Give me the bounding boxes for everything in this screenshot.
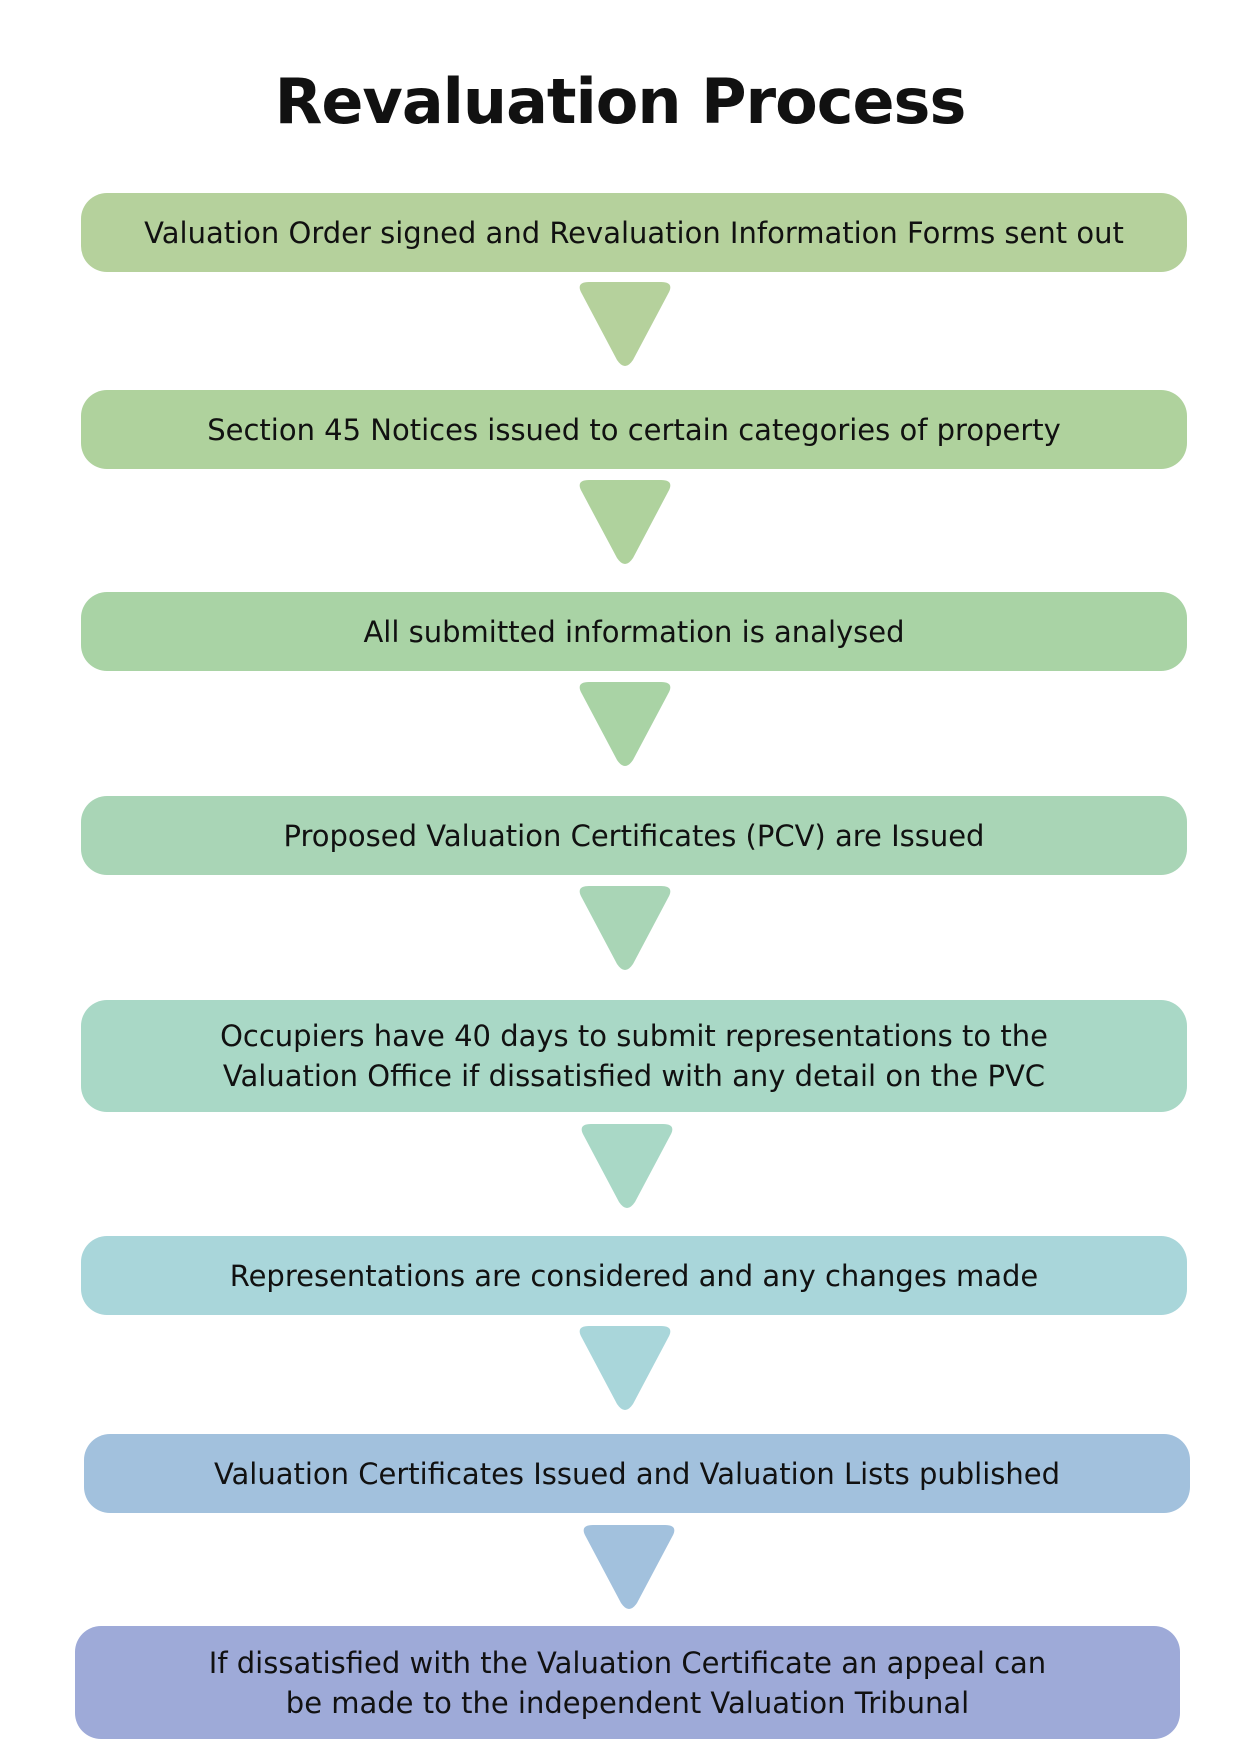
arrow-shape [579, 1326, 671, 1410]
arrow-shape [579, 682, 671, 766]
down-arrow-icon [575, 1122, 679, 1214]
page-title: Revaluation Process [274, 65, 967, 138]
step-8-box: If dissatisfied with the Valuation Certi… [75, 1626, 1180, 1739]
arrow-shape [583, 1525, 675, 1609]
step-5-box: Occupiers have 40 days to submit represe… [81, 1000, 1187, 1112]
arrow-shape [579, 886, 671, 970]
down-arrow-icon [573, 884, 677, 976]
step-3-box: All submitted information is analysed [81, 592, 1187, 671]
down-arrow-icon [573, 280, 677, 372]
down-arrow-icon [573, 1324, 677, 1416]
step-6-box: Representations are considered and any c… [81, 1236, 1187, 1315]
down-arrow-icon [573, 680, 677, 772]
arrow-shape [579, 282, 671, 366]
step-2-box: Section 45 Notices issued to certain cat… [81, 390, 1187, 469]
down-arrow-icon [577, 1523, 681, 1615]
step-1-box: Valuation Order signed and Revaluation I… [81, 193, 1187, 272]
step-7-box: Valuation Certificates Issued and Valuat… [84, 1434, 1190, 1513]
arrow-shape [581, 1124, 673, 1208]
arrow-shape [579, 480, 671, 564]
step-4-box: Proposed Valuation Certificates (PCV) ar… [81, 796, 1187, 875]
down-arrow-icon [573, 478, 677, 570]
